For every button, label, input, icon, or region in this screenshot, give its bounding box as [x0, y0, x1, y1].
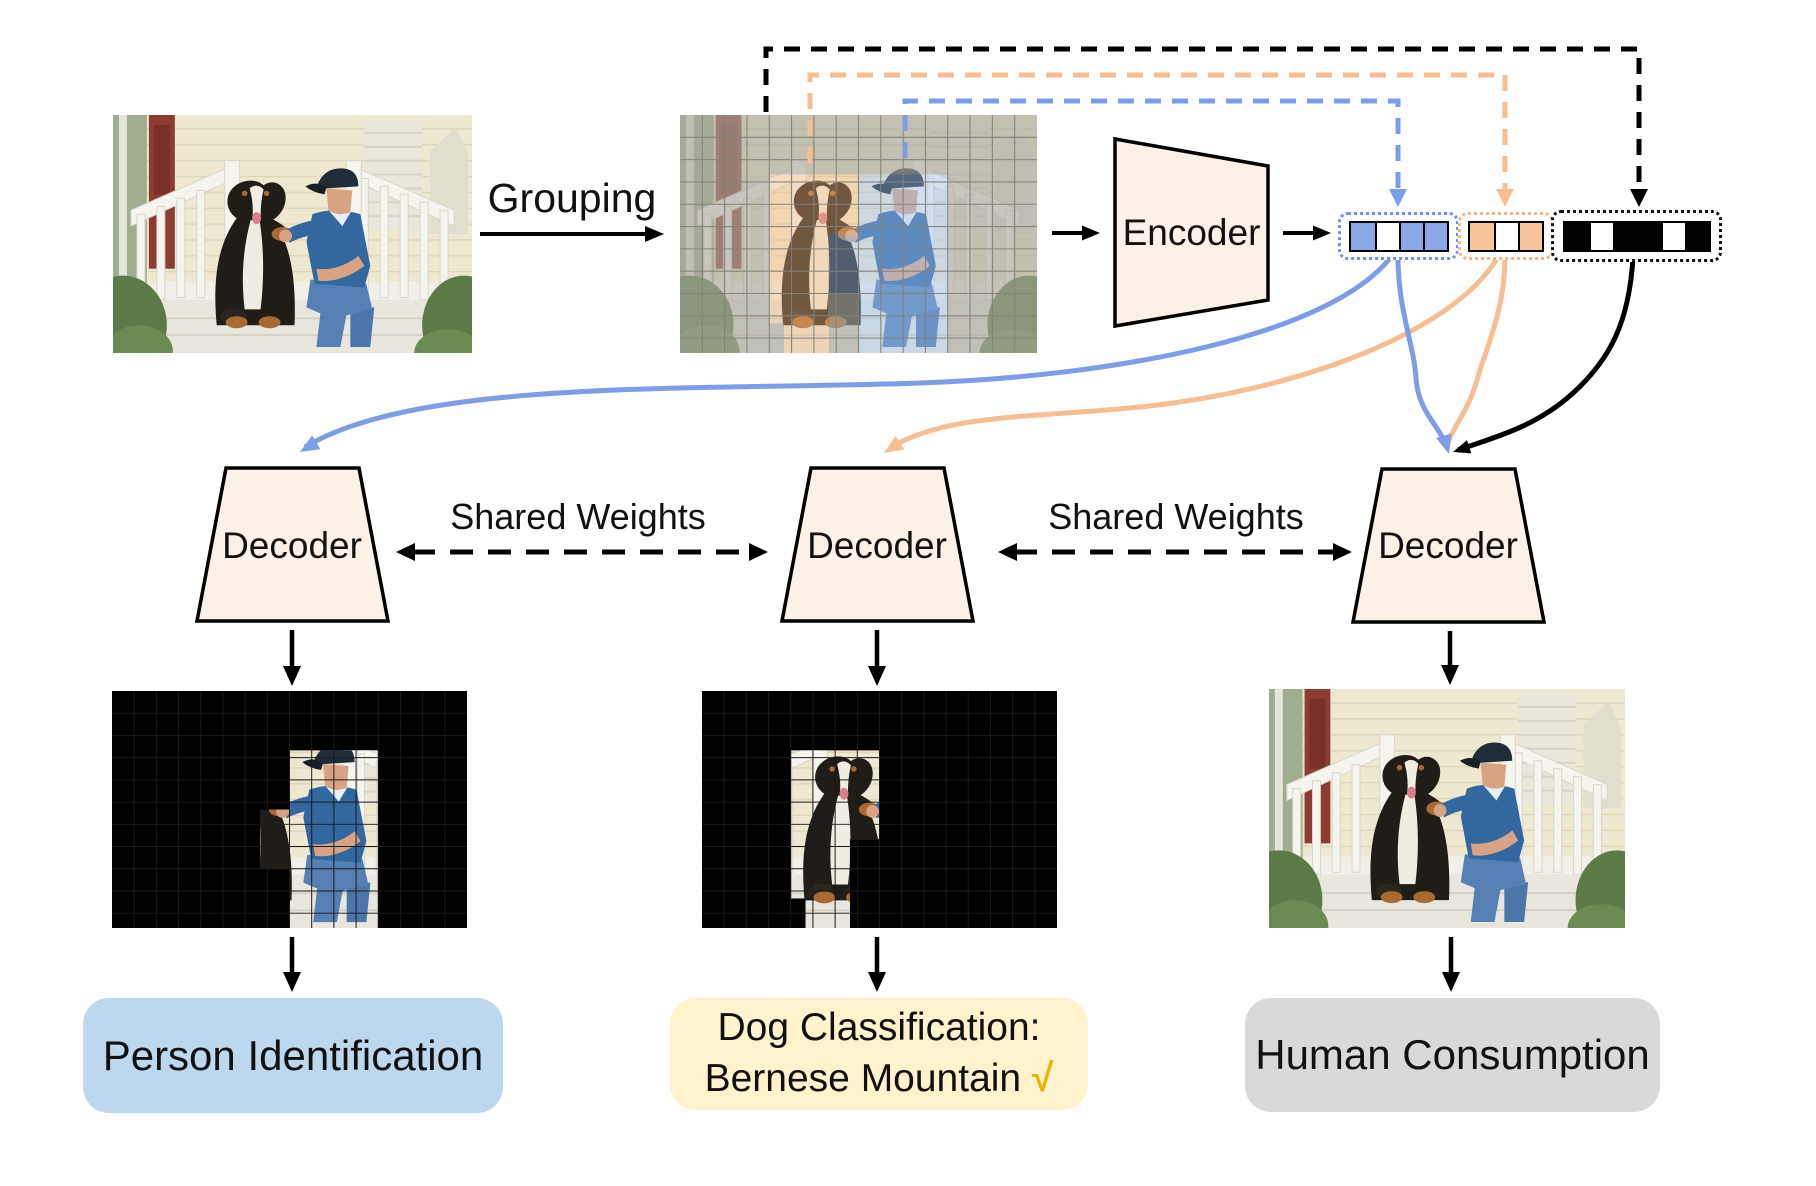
- shared-weights-left-label: Shared Weights: [450, 496, 706, 537]
- token-cell-empty: [1494, 222, 1518, 250]
- image-token: [1551, 210, 1722, 262]
- grouping-label: Grouping: [487, 175, 657, 221]
- dog-token: [1458, 212, 1554, 260]
- encoder-label: Encoder: [1122, 212, 1261, 253]
- decoder-middle-label: Decoder: [807, 525, 947, 566]
- person-token: [1338, 212, 1459, 260]
- image-to-encoder-arrow: [1052, 225, 1100, 241]
- token-cells: [1348, 220, 1449, 252]
- dog-output-to-label-arrow: [868, 937, 886, 992]
- decoder-to-dog-output-arrow: [868, 630, 886, 686]
- decoder-left-label: Decoder: [222, 525, 362, 566]
- token-cell-filled: [1398, 222, 1423, 250]
- human-consumption-label: Human Consumption: [1245, 998, 1660, 1112]
- decoder-to-reconstruction-arrow: [1441, 631, 1459, 685]
- human-consumption-text: Human Consumption: [1255, 1031, 1650, 1078]
- reconstruction-to-label-arrow: [1442, 937, 1460, 992]
- person-identification-label: Person Identification: [83, 998, 503, 1113]
- dog-output-image: [702, 691, 1057, 928]
- grouping-arrow: [480, 226, 664, 242]
- token-cell-empty: [1660, 222, 1685, 250]
- reconstruction-output-image: [1269, 689, 1625, 928]
- token-cell-filled: [1518, 222, 1542, 250]
- dog-classification-label: Dog Classification: Bernese Mountain √: [670, 998, 1088, 1110]
- decoder-right-label: Decoder: [1378, 525, 1518, 566]
- token-cells: [1468, 220, 1544, 252]
- token-cell-empty: [1588, 222, 1613, 250]
- person-identification-text: Person Identification: [102, 1031, 484, 1079]
- token-cell-filled: [1422, 222, 1447, 250]
- person-output-image: [112, 691, 467, 928]
- dog-classification-line2: Bernese Mountain √: [705, 1054, 1054, 1105]
- token-cells: [1562, 220, 1711, 252]
- check-mark-icon: √: [1031, 1057, 1054, 1100]
- input-image: [113, 115, 472, 353]
- decoder-to-person-output-arrow: [283, 630, 301, 686]
- shared-weights-arrow-left: [396, 543, 768, 561]
- token-cell-filled: [1470, 222, 1494, 250]
- shared-weights-right-label: Shared Weights: [1048, 496, 1304, 537]
- dog-token-to-right-decoder-curve: [1444, 256, 1508, 447]
- dog-classification-breed: Bernese Mountain: [704, 1057, 1022, 1100]
- token-cell-empty: [1374, 222, 1399, 250]
- encoder-to-tokens-arrow: [1283, 225, 1331, 241]
- token-cell-filled: [1564, 222, 1589, 250]
- token-cell-filled: [1636, 222, 1661, 250]
- shared-weights-arrow-right: [998, 543, 1352, 561]
- dog-classification-line1: Dog Classification:: [717, 1006, 1041, 1050]
- token-cell-filled: [1684, 222, 1709, 250]
- person-token-to-right-decoder-curve: [1395, 256, 1452, 454]
- image-token-to-right-decoder-curve: [1453, 257, 1636, 454]
- person-output-to-label-arrow: [283, 937, 301, 992]
- token-cell-filled: [1350, 222, 1375, 250]
- token-cell-filled: [1612, 222, 1637, 250]
- grouped-image: [680, 115, 1037, 353]
